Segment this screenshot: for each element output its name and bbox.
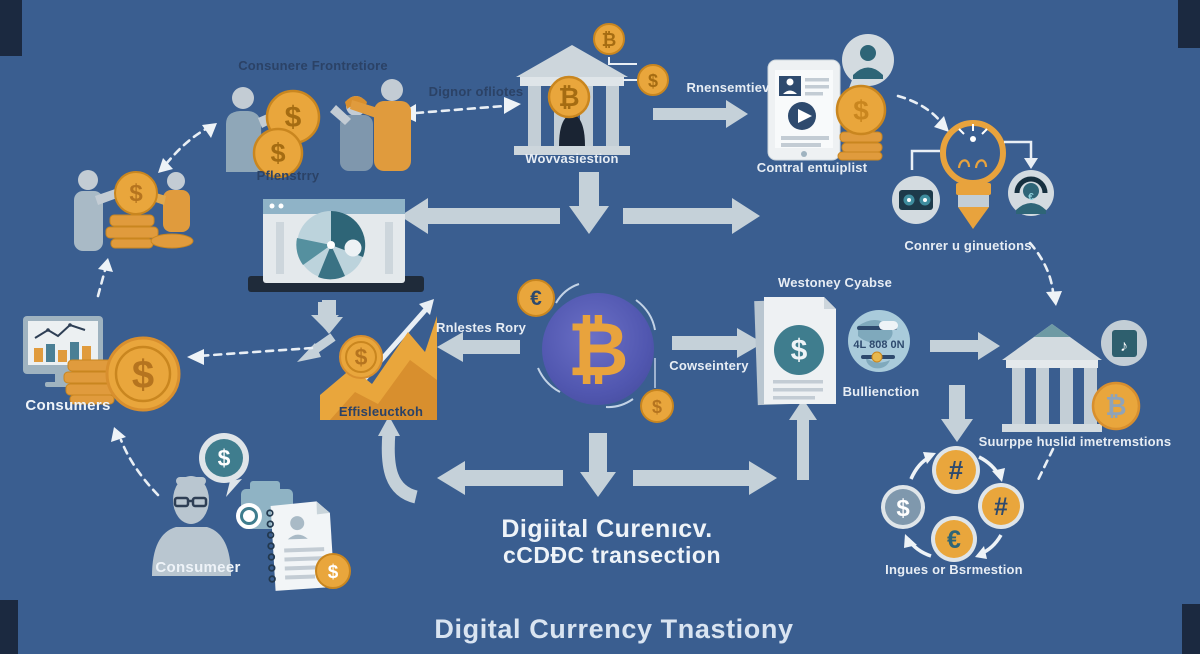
arrow-right-from-bank bbox=[623, 198, 760, 234]
play-icon bbox=[788, 102, 816, 130]
dollar-icon: $ bbox=[648, 71, 658, 91]
coin-stacking-pair: $ bbox=[74, 170, 194, 251]
dollar-icon: $ bbox=[129, 180, 143, 207]
label-balance: Bullienction bbox=[843, 384, 920, 399]
dollar-icon: $ bbox=[328, 562, 339, 583]
institutions-bank-node: ♪ ₿ bbox=[1002, 320, 1147, 432]
hash-icon: # bbox=[994, 493, 1008, 521]
efficiency-chart-node: $ bbox=[320, 299, 437, 420]
consumers-group-top: $ $ bbox=[226, 79, 411, 179]
label-top-people-sub: Pflenstrry bbox=[257, 168, 320, 183]
arrow-bottom-down bbox=[580, 433, 616, 497]
support-agent-icon: € bbox=[1008, 170, 1054, 216]
dollar-icon: $ bbox=[791, 334, 808, 367]
arrow-diag-chart bbox=[297, 333, 336, 362]
center-title-line2: cCDĐC transection bbox=[503, 542, 721, 568]
dashed-pair-to-group bbox=[164, 127, 208, 166]
arrow-down-to-coin-cycle bbox=[941, 385, 973, 442]
label-remittance: Rnensemtiev bbox=[686, 80, 770, 95]
label-institutions: Suurppe huslid imetremstions bbox=[979, 434, 1172, 449]
cbdc-core-node: ₿ € $ bbox=[517, 279, 674, 423]
bitcoin-icon: ₿ bbox=[558, 82, 579, 112]
dashed-dignor bbox=[414, 104, 506, 115]
arrow-remittance bbox=[653, 100, 748, 128]
glasses-icon bbox=[173, 496, 208, 508]
label-dignor: Dignor ofliotes bbox=[429, 84, 524, 99]
bitcoin-icon: ₿ bbox=[1105, 391, 1126, 421]
label-mobile: Contral entuiplist bbox=[757, 160, 868, 175]
euro-icon: € bbox=[530, 287, 542, 310]
balance-globe-node: 4L 808 0N bbox=[848, 310, 910, 372]
arrow-currency-right bbox=[672, 328, 763, 358]
arrow-down-chart bbox=[311, 302, 339, 329]
dashed-consumer-up bbox=[119, 438, 160, 497]
note-icon: ♪ bbox=[1120, 338, 1128, 355]
center-title-line1: Digiital Curenıcv. bbox=[501, 515, 712, 543]
dollar-chat-icon: $ bbox=[199, 433, 249, 497]
label-exchange: Ingues or Bsrmestion bbox=[885, 562, 1023, 577]
label-monetary-doc: Westoney Cyabse bbox=[778, 275, 892, 290]
dollar-icon: $ bbox=[132, 353, 154, 397]
arrow-bottom-left bbox=[437, 461, 563, 495]
ideas-node: € bbox=[892, 120, 1054, 229]
person-avatar bbox=[152, 476, 231, 576]
music-document-icon: ♪ bbox=[1101, 320, 1147, 366]
label-top-people: Consunere Frontretiore bbox=[238, 58, 388, 73]
camera-icon bbox=[892, 176, 940, 224]
dashed-mobile-to-bulb bbox=[896, 94, 943, 124]
label-currency: Cowseintery bbox=[669, 358, 749, 373]
arrow-left-from-bank bbox=[400, 198, 560, 234]
dashed-consumers-up bbox=[96, 268, 107, 298]
analytics-monitor bbox=[248, 199, 424, 292]
arrow-bottom-right bbox=[633, 461, 777, 495]
dollar-icon: $ bbox=[285, 101, 302, 134]
hash-icon: # bbox=[949, 455, 964, 485]
label-invest: Rnlestes Rory bbox=[436, 320, 527, 335]
dollar-icon: $ bbox=[270, 138, 285, 168]
arrow-up-from-document bbox=[789, 399, 817, 480]
pie-chart-icon bbox=[296, 210, 366, 280]
dashed-ideas-to-bank bbox=[1028, 241, 1055, 294]
central-bank-node: ₿ ₿ $ bbox=[514, 23, 669, 155]
arrow-invest-left bbox=[437, 332, 520, 362]
label-bank: Wovvasiestion bbox=[525, 151, 618, 166]
euro-icon: € bbox=[1028, 192, 1034, 203]
globe-readout: 4L 808 0N bbox=[853, 339, 904, 351]
consumers-node: $ Consumers bbox=[23, 316, 181, 414]
label-consumer: Consumeer bbox=[155, 559, 240, 576]
flow-arrows bbox=[297, 100, 1000, 504]
bitcoin-icon: ₿ bbox=[602, 30, 617, 50]
arrow-into-right-bank bbox=[930, 332, 1000, 360]
dashed-into-consumers bbox=[196, 346, 314, 358]
sparkle-icon bbox=[958, 124, 988, 142]
bitcoin-icon: ₿ bbox=[567, 307, 628, 391]
label-ideas: Conrer u ginuetions bbox=[904, 238, 1031, 253]
dashed-institutions-to-cycle bbox=[1036, 447, 1055, 482]
monetary-document-node: $ bbox=[754, 297, 836, 406]
label-consumers: Consumers bbox=[25, 397, 110, 414]
dollar-icon: $ bbox=[853, 95, 869, 126]
dollar-icon: $ bbox=[652, 397, 662, 417]
arrow-curved-up bbox=[378, 416, 418, 504]
label-efficiency: Effisleuctkoh bbox=[339, 404, 423, 419]
dashed-arrows bbox=[96, 94, 1062, 497]
consumer-node: $ bbox=[152, 433, 351, 591]
dollar-icon: $ bbox=[218, 445, 231, 471]
euro-icon: € bbox=[947, 526, 961, 554]
footer-title: Digital Currency Tnastiony bbox=[434, 614, 793, 644]
bar-chart-icon bbox=[34, 323, 91, 362]
dollar-icon: $ bbox=[896, 495, 910, 522]
dollar-icon: $ bbox=[355, 344, 368, 370]
arrow-down-from-bank bbox=[569, 172, 609, 234]
exchange-cycle-node: # # € $ bbox=[881, 446, 1024, 562]
mobile-wallet-node: $ bbox=[767, 34, 894, 161]
